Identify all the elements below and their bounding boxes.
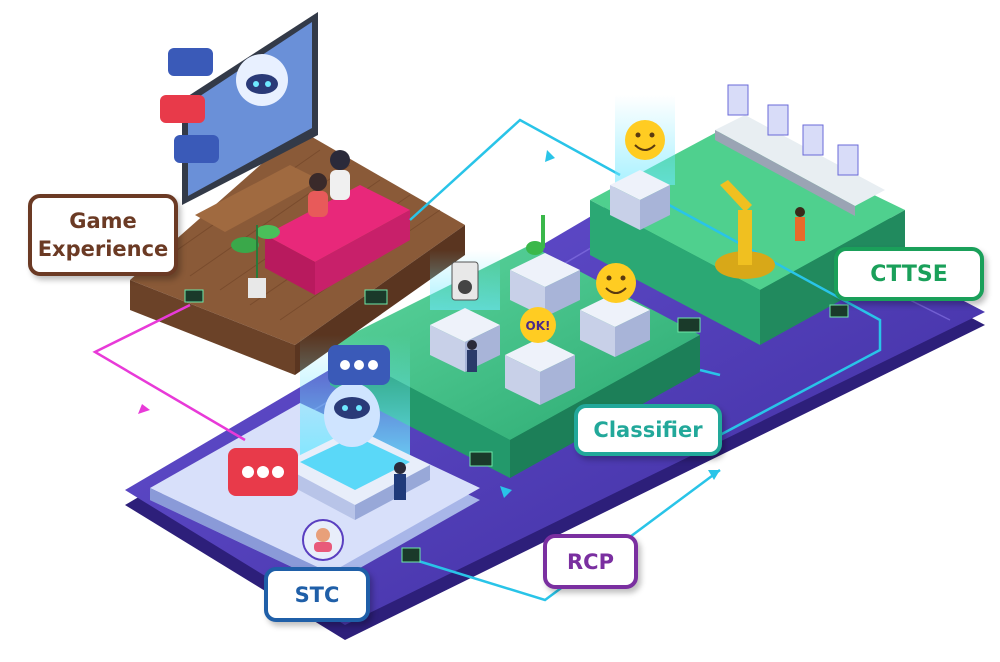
person-icon <box>795 207 805 241</box>
svg-text:OK!: OK! <box>526 319 551 333</box>
game-experience-line2: Experience <box>37 237 169 261</box>
chat-bubble-icon <box>228 345 390 496</box>
smiley-icon <box>625 120 665 160</box>
music-note-icon <box>526 215 545 255</box>
classifier-cubes: OK! <box>430 215 650 405</box>
plant-icon <box>231 225 280 298</box>
robot-icon <box>324 383 380 447</box>
game-experience-line1: Game <box>69 209 137 233</box>
sofa-icon <box>265 185 410 295</box>
smiley-icon <box>596 263 636 303</box>
person-icon <box>308 150 350 217</box>
rcp-label: RCP <box>543 534 638 589</box>
game-experience-label: Game Experience <box>28 194 178 276</box>
person-icon <box>467 340 477 372</box>
game-room <box>130 12 465 375</box>
classifier-label: Classifier <box>574 404 722 456</box>
robot-arm-icon <box>715 180 775 279</box>
connector-chips <box>184 289 849 563</box>
chat-bubble-icon <box>160 48 219 163</box>
cube <box>510 253 580 317</box>
cube <box>580 293 650 357</box>
cttse-label: CTTSE <box>834 247 984 301</box>
flow-arrows <box>138 150 720 498</box>
cttse-contents <box>610 84 885 279</box>
ok-sticker: OK! <box>520 307 556 343</box>
conveyor-belt-icon <box>715 84 885 216</box>
cube <box>610 170 670 230</box>
speaker-icon <box>451 261 479 301</box>
cube <box>505 338 575 405</box>
person-icon <box>302 462 406 561</box>
stc-label: STC <box>264 567 370 622</box>
